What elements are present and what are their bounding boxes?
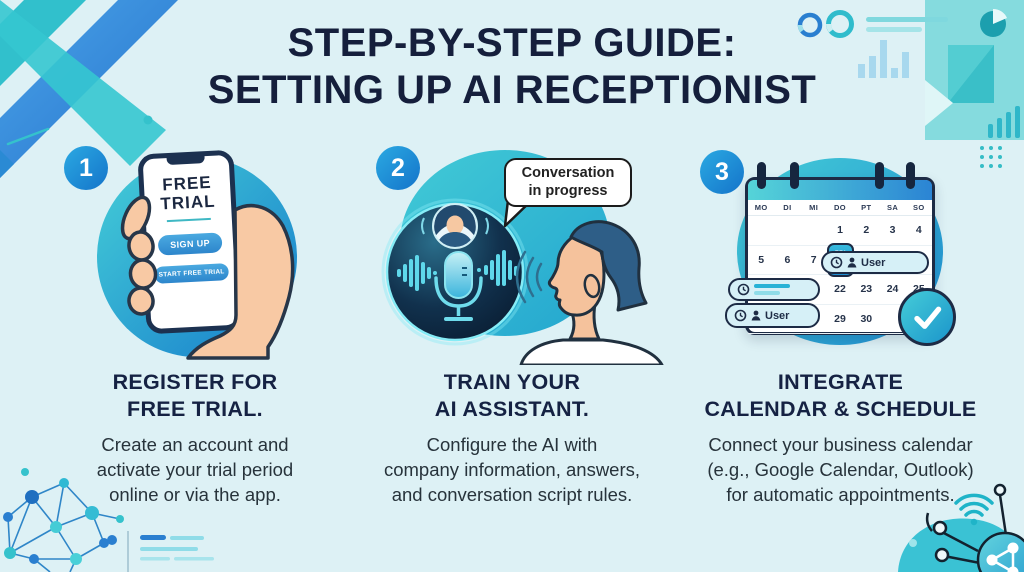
page-title: STEP-BY-STEP GUIDE: SETTING UP AI RECEPT…	[0, 20, 1024, 114]
top-left-geometric-decoration	[0, 0, 178, 178]
waveform-left	[397, 255, 437, 291]
calendar-event-pill-user: User	[725, 303, 820, 328]
clock-icon	[830, 256, 843, 269]
calendar-cell: 22	[826, 275, 854, 305]
calendar-cell: 7	[800, 246, 827, 275]
node-sticks	[925, 483, 1008, 565]
calendar-top-bar	[748, 180, 932, 200]
shirt	[519, 338, 664, 365]
calendar-cell	[748, 216, 775, 246]
thumb	[120, 195, 152, 241]
calendar-ring	[790, 162, 799, 189]
sound-waves	[515, 250, 543, 304]
weekday: SO	[913, 203, 925, 212]
calendar-cell: 5	[748, 246, 775, 275]
hair	[569, 220, 648, 312]
calendar-weekday-row: MO DI MI DO PT SA SO	[748, 200, 932, 216]
ai-avatar	[421, 203, 489, 249]
donut-chart-icon	[797, 10, 854, 38]
dots-grid-decoration	[980, 146, 1002, 168]
title-line-2: SETTING UP AI RECEPTIONIST	[207, 67, 817, 112]
palm	[186, 204, 295, 360]
calendar-event-pill-time	[728, 278, 820, 301]
calendar-cell: 6	[774, 246, 801, 275]
step2-number-badge: 2	[376, 146, 420, 190]
clock-icon	[737, 283, 750, 296]
weekday: PT	[861, 203, 872, 212]
microphone-icon	[434, 251, 483, 321]
calendar-cell	[774, 305, 801, 334]
weekday: DO	[833, 203, 847, 212]
event-text-bars	[754, 283, 790, 296]
vertical-bars-decoration	[988, 106, 1020, 138]
calendar-cell: 24	[879, 275, 906, 305]
step3-heading: INTEGRATE CALENDAR & SCHEDULE	[704, 370, 977, 421]
calendar-cell: 2	[853, 216, 880, 246]
weekday: MI	[809, 203, 819, 212]
speech-bubble: Conversation in progress	[504, 158, 632, 207]
ear	[583, 273, 601, 299]
calendar-cell: 23	[853, 275, 880, 305]
calendar-cell: 30	[853, 305, 880, 334]
calendar-ring	[875, 162, 884, 189]
arrow-decoration	[925, 80, 953, 126]
user-icon	[847, 257, 857, 268]
step1-number-badge: 1	[64, 146, 108, 190]
bar-chart-icon	[858, 40, 909, 78]
step1-description: Create an account and activate your tria…	[96, 434, 294, 505]
step2-heading: TRAIN YOUR AI ASSISTANT.	[434, 370, 590, 421]
event-user-label: User	[765, 309, 790, 322]
calendar-cell	[879, 305, 906, 334]
calendar-event-pill-user: User	[821, 251, 929, 274]
step3-description: Connect your business calendar (e.g., Go…	[707, 434, 974, 505]
event-user-label: User	[861, 256, 886, 269]
step3-caption: INTEGRATE CALENDAR & SCHEDULE Connect yo…	[668, 369, 1013, 508]
clock-icon	[734, 309, 747, 322]
share-icon	[976, 531, 1024, 572]
network-nodes	[3, 468, 124, 565]
list-lines-decoration	[140, 535, 214, 561]
user-icon	[751, 310, 761, 321]
calendar-cell: 1	[826, 216, 854, 246]
bottom-left-network-decoration	[3, 468, 214, 572]
speech-bubble-line1: Conversation	[521, 165, 615, 182]
hand-illustration	[120, 195, 295, 360]
top-right-analytics-decoration	[797, 0, 1024, 168]
calendar-ring	[906, 162, 915, 189]
calendar-cell: 29	[826, 305, 854, 334]
confirmation-check-badge	[898, 288, 956, 346]
dot-decoration	[143, 115, 153, 125]
fingertip	[127, 230, 155, 262]
calendar-cell	[748, 305, 775, 334]
wifi-icon	[954, 493, 994, 526]
checkmark-icon	[914, 306, 942, 329]
weekday: SA	[886, 203, 899, 212]
bottom-right-connectivity-decoration	[898, 483, 1024, 572]
calendar-cell: 4	[905, 216, 932, 246]
calendar-cell	[800, 216, 827, 246]
calendar-cell	[774, 216, 801, 246]
fingertip	[127, 286, 155, 316]
step3-number-badge: 3	[700, 150, 744, 194]
calendar-cell: 3	[879, 216, 906, 246]
waveform-right	[477, 250, 518, 286]
weekday: DI	[783, 203, 792, 212]
step1-caption: REGISTER FOR FREE TRIAL. Create an accou…	[40, 369, 350, 508]
weekday: MO	[754, 203, 768, 212]
step1-heading: REGISTER FOR FREE TRIAL.	[112, 370, 278, 421]
text-lines-decoration	[866, 17, 948, 32]
step2-caption: TRAIN YOUR AI ASSISTANT. Configure the A…	[357, 369, 667, 508]
calendar-ring	[757, 162, 766, 189]
pie-chart-icon	[980, 8, 1007, 37]
step2-description: Configure the AI with company informatio…	[383, 434, 641, 505]
fingertip	[128, 258, 158, 290]
speech-bubble-line2: in progress	[528, 182, 608, 199]
title-line-1: STEP-BY-STEP GUIDE:	[287, 21, 737, 65]
speaking-man-illustration	[515, 220, 664, 365]
